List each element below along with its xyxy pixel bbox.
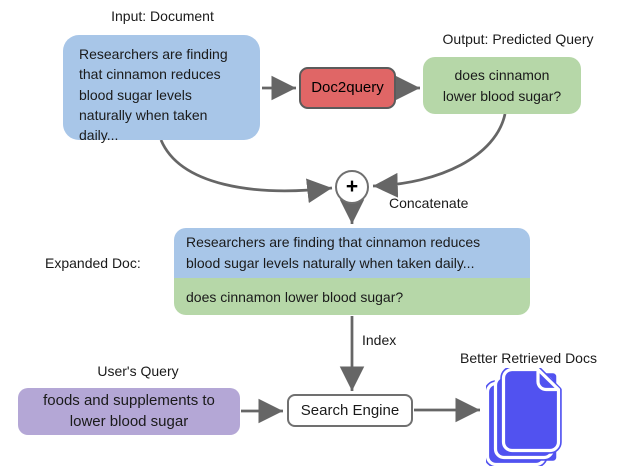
input-document-box: Researchers are finding that cinnamon re… <box>63 35 260 144</box>
predicted-query-text: does cinnamon lower blood sugar? <box>442 67 562 104</box>
input-document-label: Input: Document <box>111 8 214 24</box>
arrow-doc-to-concat <box>159 139 333 204</box>
expanded-doc-text-section: Researchers are finding that cinnamon re… <box>174 228 530 278</box>
input-document-text: Researchers are finding that cinnamon re… <box>79 46 228 144</box>
doc2query-model-box: Doc2query <box>299 67 396 109</box>
doc2query-model-label: Doc2query <box>311 79 384 97</box>
concatenate-label: Concatenate <box>389 195 469 211</box>
search-engine-label: Search Engine <box>300 401 400 419</box>
search-engine-box: Search Engine <box>287 394 413 427</box>
arrow-query-to-concat <box>372 113 507 198</box>
concatenate-node: + <box>335 170 369 204</box>
expanded-query-section: does cinnamon lower blood sugar? <box>174 278 530 315</box>
users-query-box: foods and supplements to lower blood sug… <box>18 388 240 435</box>
users-query-text: foods and supplements to lower blood sug… <box>43 392 215 430</box>
expanded-doc-box: Researchers are finding that cinnamon re… <box>174 228 530 315</box>
expanded-doc-text: Researchers are finding that cinnamon re… <box>186 234 481 271</box>
expanded-doc-label: Expanded Doc: <box>45 255 141 271</box>
users-query-label: User's Query <box>97 363 179 379</box>
documents-icon <box>486 368 562 466</box>
expanded-query-text: does cinnamon lower blood sugar? <box>186 288 404 305</box>
predicted-query-box: does cinnamon lower blood sugar? <box>423 57 581 114</box>
document-page-front <box>500 368 562 454</box>
folded-corner-icon <box>536 368 561 392</box>
plus-icon: + <box>345 175 359 198</box>
output-predicted-query-label: Output: Predicted Query <box>442 31 594 47</box>
better-retrieved-docs-label: Better Retrieved Docs <box>460 350 597 366</box>
index-label: Index <box>362 332 397 348</box>
